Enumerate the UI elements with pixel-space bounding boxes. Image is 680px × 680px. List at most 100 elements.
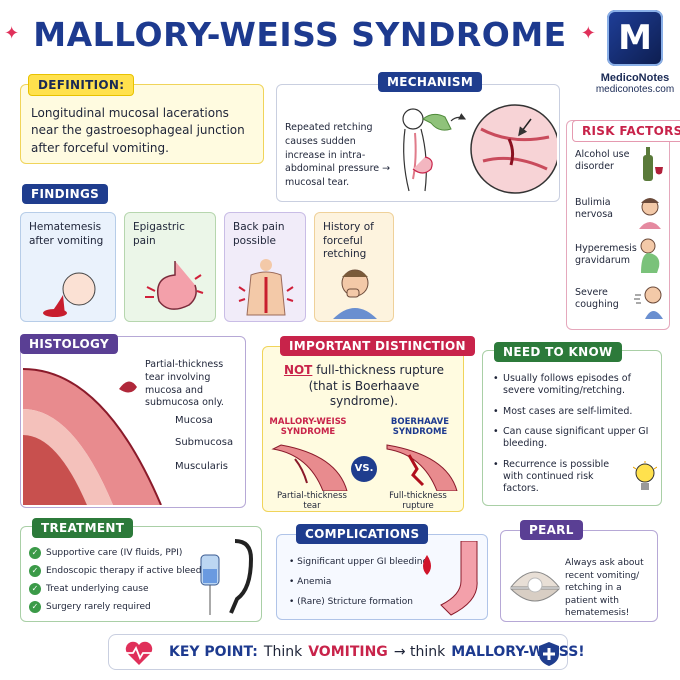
treatment-item: ✓ Treat underlying cause — [29, 583, 148, 595]
pearl-shell-icon — [509, 571, 561, 602]
sparkle-right-icon: ✦ — [580, 23, 596, 44]
boerhaave-label: BOERHAAVE SYNDROME — [390, 417, 450, 438]
pearl-text: Always ask about recent vomiting/ retchi… — [565, 558, 644, 619]
complication-label: Anemia — [297, 577, 332, 587]
treatment-label: Endoscopic therapy if active bleeding — [46, 566, 216, 576]
finding-label: Epigastric pain — [133, 221, 185, 247]
treatment-tag: TREATMENT — [32, 518, 134, 538]
key-point-label: KEY POINT: — [169, 644, 258, 660]
tissue-layers-illustration — [23, 368, 162, 505]
key-point-arrow: → think — [393, 644, 446, 660]
treatment-item: ✓ Endoscopic therapy if active bleeding — [29, 565, 215, 577]
vomiting-blood-icon — [43, 272, 96, 317]
distinction-statement: NOT full-thickness rupture (that is Boer… — [271, 363, 457, 410]
lightbulb-icon — [633, 461, 657, 490]
distinction-line3: syndrome). — [329, 394, 399, 409]
distinction-not: NOT — [283, 363, 313, 377]
list-item: Can cause significant upper GI bleeding. — [493, 426, 653, 451]
complication-item: • (Rare) Stricture formation — [289, 597, 413, 607]
complication-item: • Anemia — [289, 577, 332, 587]
finding-retching-history: History of forceful retching — [314, 212, 394, 322]
risk-factors-tag: RISK FACTORS — [572, 120, 680, 142]
brand-name: MedicoNotes — [600, 72, 670, 84]
treatment-card: ✓ Supportive care (IV fluids, PPI) ✓ Endos… — [20, 526, 262, 622]
layer-muscularis: Muscularis — [175, 461, 229, 472]
layer-mucosa: Mucosa — [175, 415, 213, 426]
distinction-line2: (that is Boerhaave — [308, 378, 420, 393]
bulimia-person-icon — [639, 198, 661, 229]
mucosal-tear-zoom-icon — [470, 104, 557, 194]
treatment-label: Treat underlying cause — [46, 584, 149, 594]
mechanism-illustration — [402, 104, 557, 194]
bleeding-esophagus-icon — [423, 541, 478, 616]
title-banner: ✦ MALLORY-WEISS SYNDROME ✦ — [4, 8, 596, 60]
risk-item-hyperemesis: Hyperemesis gravidarum — [575, 243, 637, 267]
comparison-illustration — [271, 444, 458, 491]
need-to-know-card: Usually follows episodes of severe vomit… — [482, 350, 662, 506]
check-icon: ✓ — [29, 601, 41, 613]
finding-label: Hematemesis after vomiting — [29, 221, 104, 247]
complications-card: • Significant upper GI bleeding • Anemia… — [276, 534, 488, 620]
mallory-weiss-caption: Partial-thickness tear — [277, 491, 347, 512]
wine-bottle-icon — [643, 147, 663, 181]
complication-label: Significant upper GI bleeding — [297, 557, 429, 567]
distinction-rest: full-thickness rupture — [316, 363, 445, 377]
histology-tag: HISTOLOGY — [20, 334, 118, 354]
definition-card: Longitudinal mucosal lacerations near th… — [20, 84, 264, 164]
heart-pulse-icon — [125, 641, 153, 665]
list-item: Most cases are self-limited. — [493, 406, 653, 419]
vs-badge: VS. — [354, 463, 374, 474]
key-point-banner: KEY POINT: Think VOMITING → think MALLOR… — [108, 634, 585, 670]
shield-cross-icon — [539, 642, 559, 666]
complication-item: • Significant upper GI bleeding — [289, 557, 429, 567]
definition-text: Longitudinal mucosal lacerations near th… — [31, 106, 245, 155]
finding-epigastric-pain: Epigastric pain — [124, 212, 216, 322]
risk-item-alcohol: Alcohol use disorder — [575, 149, 630, 173]
coughing-person-icon — [634, 286, 663, 319]
key-point-think: Think — [263, 644, 303, 660]
finding-back-pain: Back pain possible — [224, 212, 306, 322]
treatment-label: Surgery rarely required — [46, 602, 151, 612]
risk-item-coughing: Severe coughing — [575, 287, 619, 311]
finding-label: History of forceful retching — [323, 221, 374, 261]
layer-submucosa: Submucosa — [175, 437, 234, 448]
retching-person-icon — [333, 269, 377, 319]
pearl-tag: PEARL — [520, 520, 583, 540]
treatment-item: ✓ Surgery rarely required — [29, 601, 151, 613]
page-title: MALLORY-WEISS SYNDROME — [33, 14, 567, 54]
mechanism-text: Repeated retching causes sudden increase… — [285, 122, 391, 189]
need-to-know-tag: NEED TO KNOW — [494, 342, 622, 362]
stomach-pain-icon — [145, 261, 204, 310]
risk-item-bulimia: Bulimia nervosa — [575, 197, 613, 221]
check-icon: ✓ — [29, 547, 41, 559]
histology-note: Partial-thickness tear involving mucosa … — [145, 359, 224, 409]
finding-label: Back pain possible — [233, 221, 285, 247]
mechanism-tag: MECHANISM — [378, 72, 483, 92]
list-item: Usually follows episodes of severe vomit… — [493, 373, 653, 398]
logo-mark-icon: M — [607, 10, 663, 66]
sparkle-left-icon: ✦ — [4, 23, 20, 44]
key-point-vomiting: VOMITING — [308, 644, 388, 660]
definition-tag: DEFINITION: — [28, 74, 135, 96]
distinction-card: NOT full-thickness rupture (that is Boer… — [262, 346, 464, 512]
key-point-mallory-weiss: MALLORY-WEISS! — [451, 644, 585, 660]
mallory-weiss-label: MALLORY-WEISS SYNDROME — [269, 417, 347, 438]
risk-factors-card: Alcohol use disorder Bulimia nervosa Hyp… — [566, 120, 670, 330]
brand-site: mediconotes.com — [595, 84, 675, 95]
check-icon: ✓ — [29, 565, 41, 577]
treatment-label: Supportive care (IV fluids, PPI) — [46, 548, 183, 558]
brand-logo[interactable]: M MedicoNotes mediconotes.com — [592, 10, 678, 110]
check-icon: ✓ — [29, 583, 41, 595]
back-pain-icon — [238, 259, 294, 316]
complication-label: (Rare) Stricture formation — [297, 597, 413, 607]
treatment-item: ✓ Supportive care (IV fluids, PPI) — [29, 547, 182, 559]
complications-tag: COMPLICATIONS — [296, 524, 429, 544]
findings-tag: FINDINGS — [22, 184, 109, 204]
need-to-know-list: Usually follows episodes of severe vomit… — [493, 373, 653, 504]
pregnant-person-icon — [640, 238, 660, 273]
histology-card: Partial-thickness tear involving mucosa … — [20, 336, 246, 508]
list-item: Recurrence is possible with continued ri… — [493, 459, 621, 496]
finding-hematemesis: Hematemesis after vomiting — [20, 212, 116, 322]
iv-endoscope-icon — [200, 539, 254, 615]
vomit-splash-icon — [422, 113, 452, 131]
